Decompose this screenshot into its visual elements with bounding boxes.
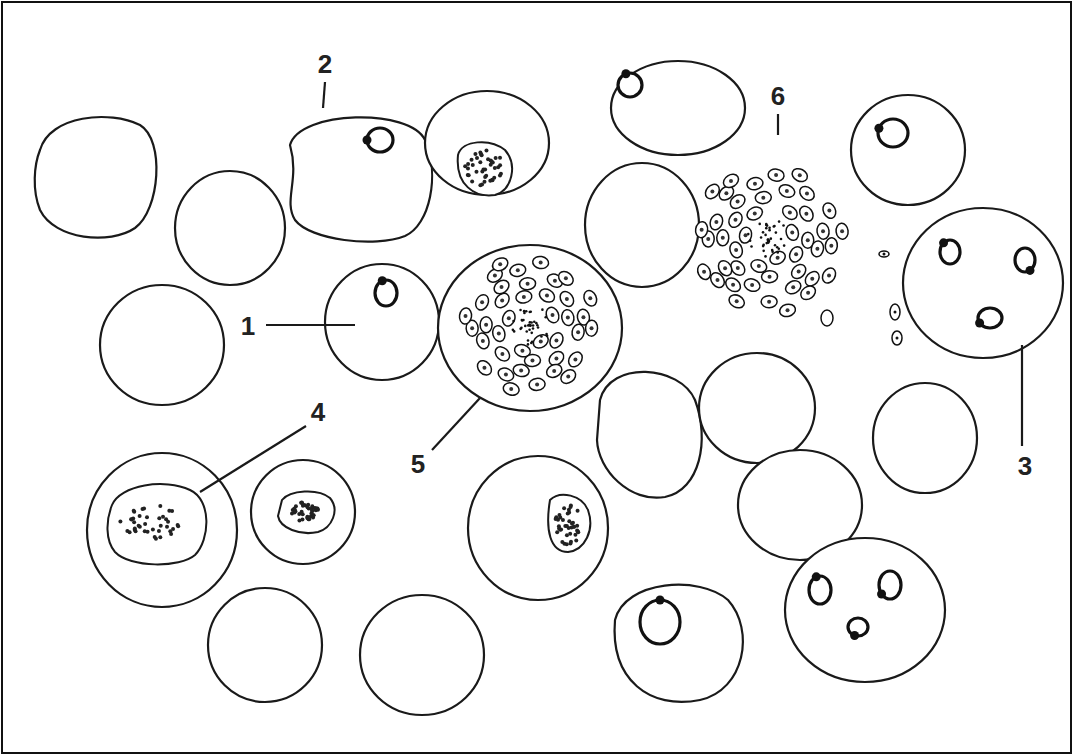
red-cells bbox=[35, 61, 1063, 715]
trophozoites bbox=[107, 142, 590, 564]
ring-forms bbox=[363, 69, 1036, 644]
callout-number: 1 bbox=[241, 313, 255, 339]
callout-number: 3 bbox=[1018, 453, 1032, 479]
schizonts bbox=[458, 166, 849, 397]
pigment bbox=[118, 148, 580, 546]
callout-number: 6 bbox=[771, 83, 785, 109]
callout-number: 2 bbox=[318, 51, 332, 77]
callout-number: 5 bbox=[411, 451, 425, 477]
leader-lines bbox=[200, 82, 1022, 492]
callout-number: 4 bbox=[311, 399, 325, 425]
